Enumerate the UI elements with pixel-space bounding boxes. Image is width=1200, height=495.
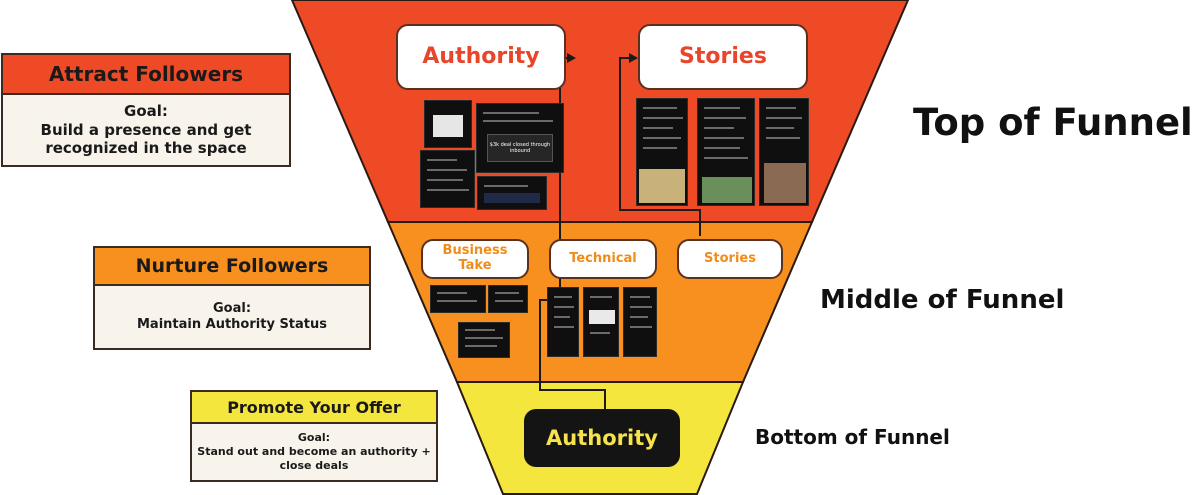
stories-screenshot-3 <box>759 98 809 206</box>
authority-screenshot-3 <box>420 150 475 208</box>
middle-stories-box: Stories <box>677 239 783 279</box>
stories-screenshot-1 <box>636 98 688 206</box>
technical-screenshot-3 <box>623 287 657 357</box>
promote-goal-line-1: Stand out and become an authority + <box>197 445 431 459</box>
stories-screenshot-2 <box>697 98 755 206</box>
nurture-goal-label: Goal: <box>212 300 252 316</box>
promote-goal-label: Goal: <box>297 431 331 445</box>
nurture-goal-line-1: Maintain Authority Status <box>137 317 327 332</box>
technical-screenshot-1 <box>547 287 579 357</box>
connector-stories <box>619 57 701 236</box>
middle-business-take-box: Business Take <box>421 239 529 279</box>
authority-screenshot-4 <box>477 176 547 210</box>
promote-offer-goal: Goal: Stand out and become an authority … <box>190 424 438 482</box>
connector-authority-arrowhead <box>567 53 576 63</box>
authority-screenshot-2: $3k deal closed through inbound <box>476 103 564 173</box>
funnel-top-band <box>290 0 910 223</box>
attract-followers-goal: Goal: Build a presence and get recognize… <box>1 95 291 167</box>
business-take-screenshot-3 <box>458 322 510 358</box>
promote-goal-line-2: close deals <box>279 458 349 472</box>
attract-followers-title: Attract Followers <box>1 53 291 95</box>
middle-technical-box: Technical <box>549 239 657 279</box>
bottom-authority-box: Authority <box>524 409 680 467</box>
attract-goal-label: Goal: <box>124 101 168 120</box>
technical-screenshot-2 <box>583 287 619 357</box>
top-stories-box: Stories <box>638 24 808 90</box>
bottom-of-funnel-label: Bottom of Funnel <box>755 425 950 449</box>
deal-banner: $3k deal closed through inbound <box>487 134 553 162</box>
attract-goal-line-1: Build a presence and get <box>40 120 252 139</box>
nurture-followers-title: Nurture Followers <box>93 246 371 286</box>
nurture-followers-goal: Goal: Maintain Authority Status <box>93 286 371 350</box>
connector-stories-arrowhead <box>629 53 638 63</box>
attract-goal-line-2: recognized in the space <box>45 139 247 158</box>
promote-offer-title: Promote Your Offer <box>190 390 438 424</box>
business-take-screenshot-2 <box>488 285 528 313</box>
business-take-screenshot-1 <box>430 285 486 313</box>
top-authority-box: Authority <box>396 24 566 90</box>
middle-of-funnel-label: Middle of Funnel <box>820 285 1065 315</box>
authority-screenshot-1 <box>424 100 472 148</box>
top-of-funnel-label: Top of Funnel <box>913 101 1193 144</box>
